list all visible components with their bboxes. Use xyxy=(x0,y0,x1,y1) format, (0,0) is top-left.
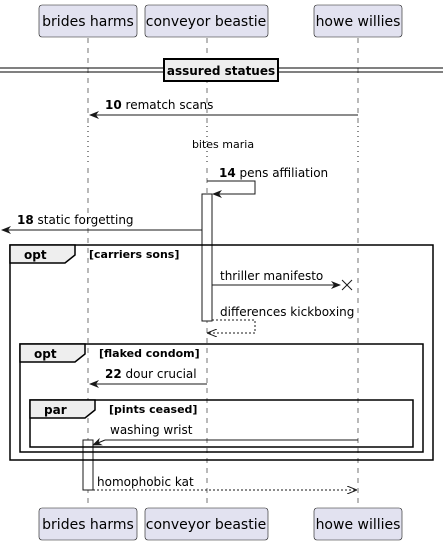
participant-howe-willies-top[interactable]: howe willies xyxy=(313,4,403,38)
fragment-kind: opt xyxy=(34,347,57,361)
message-text: homophobic kat xyxy=(97,475,194,489)
participant-label: howe willies xyxy=(316,517,401,533)
message-18[interactable]: 18 static forgetting xyxy=(1,213,202,234)
participant-label: conveyor beastie xyxy=(146,517,266,533)
message-number: 14 xyxy=(219,166,236,180)
svg-text:22 dour crucial: 22 dour crucial xyxy=(105,367,197,381)
participant-label: brides harms xyxy=(42,14,134,30)
participant-howe-willies-bottom[interactable]: howe willies xyxy=(313,507,403,541)
activation-bar-brides xyxy=(82,439,94,491)
fragment-condition: [carriers sons] xyxy=(89,248,179,261)
message-thriller-manifesto[interactable]: thriller manifesto xyxy=(212,269,353,291)
svg-text:14 pens affiliation: 14 pens affiliation xyxy=(219,166,328,180)
message-differences-kickboxing[interactable]: differences kickboxing xyxy=(208,305,354,333)
fragment-opt-flaked-condom: opt [flaked condom] xyxy=(19,343,424,453)
message-text: pens affiliation xyxy=(240,166,329,180)
message-text: static forgetting xyxy=(38,213,134,227)
participant-conveyor-beastie-bottom[interactable]: conveyor beastie xyxy=(144,507,269,541)
svg-text:10 rematch scans: 10 rematch scans xyxy=(105,98,213,112)
message-number: 18 xyxy=(17,213,34,227)
message-number: 10 xyxy=(105,98,122,112)
participant-label: brides harms xyxy=(42,517,134,533)
separator: assured statues xyxy=(0,58,443,82)
separator-label: assured statues xyxy=(167,64,275,78)
fragment-kind: opt xyxy=(24,248,47,262)
activation-bar-conveyor xyxy=(201,193,213,322)
message-homophobic-kat[interactable]: homophobic kat xyxy=(93,475,356,490)
fragment-par-pints-ceased: par [pints ceased] xyxy=(29,399,414,448)
message-text: washing wrist xyxy=(110,423,193,437)
participant-brides-harms-top[interactable]: brides harms xyxy=(38,4,138,38)
message-22[interactable]: 22 dour crucial xyxy=(89,367,207,388)
participant-label: howe willies xyxy=(316,14,401,30)
participant-conveyor-beastie-top[interactable]: conveyor beastie xyxy=(144,4,269,38)
message-text: differences kickboxing xyxy=(220,305,354,319)
participant-label: conveyor beastie xyxy=(146,14,266,30)
delay: bites maria xyxy=(0,126,443,166)
message-text: thriller manifesto xyxy=(220,269,323,283)
message-washing-wrist[interactable]: washing wrist xyxy=(92,423,358,446)
message-text: dour crucial xyxy=(126,367,197,381)
message-14[interactable]: 14 pens affiliation xyxy=(207,166,328,198)
message-10[interactable]: 10 rematch scans xyxy=(89,98,358,119)
fragment-condition: [flaked condom] xyxy=(99,347,200,360)
message-text: rematch scans xyxy=(126,98,214,112)
svg-text:18 static forgetting: 18 static forgetting xyxy=(17,213,134,227)
fragment-condition: [pints ceased] xyxy=(109,403,197,416)
fragment-opt-carriers-sons: opt [carriers sons] xyxy=(9,244,434,461)
participant-brides-harms-bottom[interactable]: brides harms xyxy=(38,507,138,541)
message-number: 22 xyxy=(105,367,122,381)
delay-label: bites maria xyxy=(192,138,254,151)
fragment-kind: par xyxy=(44,403,67,417)
